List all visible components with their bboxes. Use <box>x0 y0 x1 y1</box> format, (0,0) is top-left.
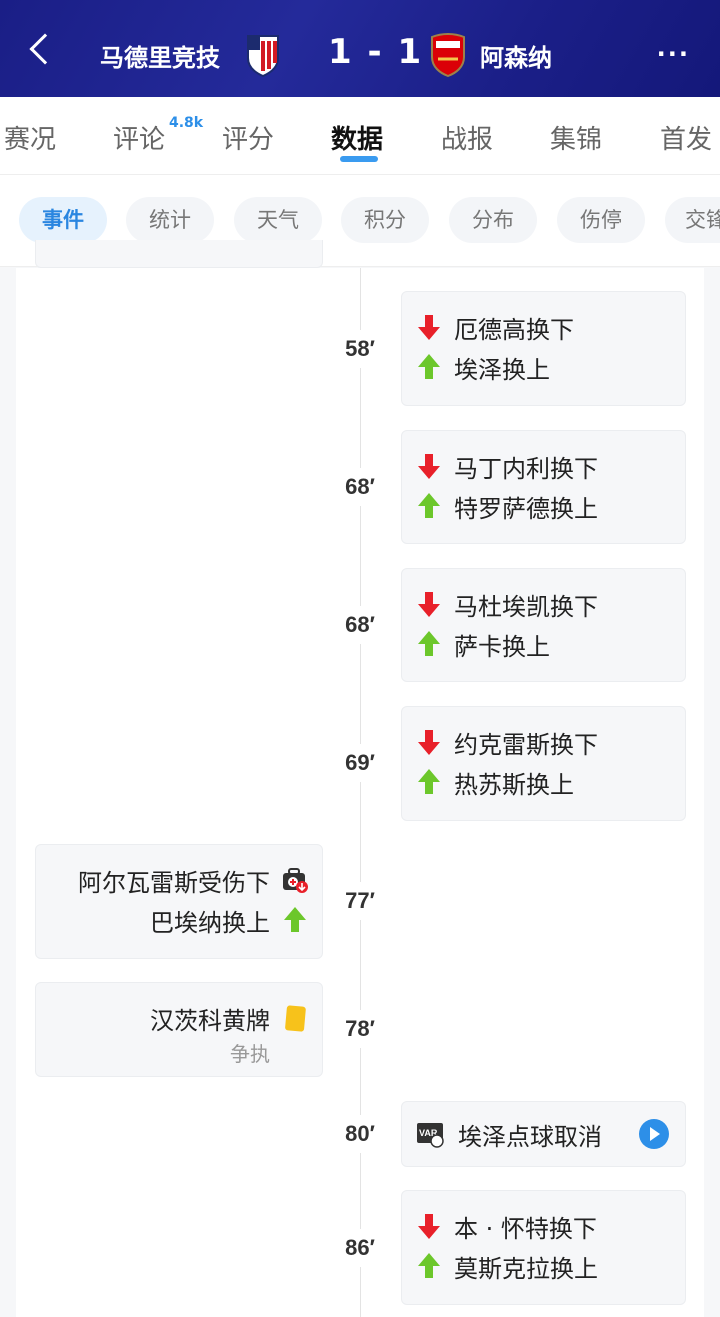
sub-off-arrow-icon <box>416 313 442 341</box>
player-off: 马丁内利换下 <box>454 454 598 483</box>
tab-overview[interactable]: 赛况 <box>4 125 57 155</box>
match-header: 马德里竞技 1 - 1 阿森纳 ··· <box>0 0 720 97</box>
player-on: 热苏斯换上 <box>454 770 574 799</box>
event-minute: 69′ <box>330 744 390 782</box>
tab-ratings[interactable]: 评分 <box>222 125 275 155</box>
chip-stats[interactable]: 统计 <box>126 197 214 243</box>
timeline-line <box>360 268 361 1317</box>
comment-count-badge: 4.8k <box>169 115 204 131</box>
event-minute: 77′ <box>330 882 390 920</box>
arsenal-crest-icon <box>431 33 465 77</box>
score: 1 - 1 <box>328 32 424 72</box>
var-icon: VAR <box>417 1123 444 1148</box>
more-icon[interactable]: ··· <box>656 40 690 68</box>
chip-head-to-head[interactable]: 交锋 <box>665 197 720 243</box>
event-minute: 78′ <box>330 1010 390 1048</box>
player-on: 萨卡换上 <box>454 632 550 661</box>
yellow-card-icon <box>285 1005 306 1032</box>
event-reason: 争执 <box>230 1042 270 1066</box>
tab-report[interactable]: 战报 <box>441 125 494 155</box>
event-minute: 68′ <box>330 468 390 506</box>
svg-text:VAR: VAR <box>419 1128 438 1138</box>
sub-off-arrow-icon <box>416 452 442 480</box>
event-minute: 86′ <box>330 1229 390 1267</box>
tab-highlights[interactable]: 集锦 <box>550 125 603 155</box>
chip-distribution[interactable]: 分布 <box>449 197 537 243</box>
event-card-yellow-card[interactable]: 汉茨科黄牌 争执 <box>35 982 323 1077</box>
player-off: 厄德高换下 <box>454 315 574 344</box>
event-minute: 58′ <box>330 330 390 368</box>
player-off: 马杜埃凯换下 <box>454 592 598 621</box>
sub-off-arrow-icon <box>416 1212 442 1240</box>
event-card-substitution[interactable]: 本 · 怀特换下 莫斯克拉换上 <box>401 1190 686 1305</box>
event-minute: 68′ <box>330 606 390 644</box>
sub-off-arrow-icon <box>416 590 442 618</box>
player-off: 约克雷斯换下 <box>454 730 598 759</box>
sub-on-arrow-icon <box>416 492 442 520</box>
active-tab-indicator <box>340 156 378 162</box>
chip-standings[interactable]: 积分 <box>341 197 429 243</box>
chip-weather[interactable]: 天气 <box>234 197 322 243</box>
home-team-name[interactable]: 马德里竞技 <box>100 44 220 72</box>
event-card-substitution[interactable]: 约克雷斯换下 热苏斯换上 <box>401 706 686 821</box>
sub-on-arrow-icon <box>416 1252 442 1280</box>
injury-kit-icon <box>283 868 308 893</box>
player-off: 阿尔瓦雷斯受伤下 <box>78 868 270 897</box>
event-card-injury-substitution[interactable]: 阿尔瓦雷斯受伤下 巴埃纳换上 <box>35 844 323 959</box>
back-icon[interactable] <box>29 33 61 65</box>
chip-injuries[interactable]: 伤停 <box>557 197 645 243</box>
sub-on-arrow-icon <box>416 353 442 381</box>
event-card-substitution[interactable]: 厄德高换下 埃泽换上 <box>401 291 686 406</box>
tab-lineup[interactable]: 首发 <box>660 125 713 155</box>
sub-off-arrow-icon <box>416 728 442 756</box>
player-on: 巴埃纳换上 <box>150 908 270 937</box>
event-text: 汉茨科黄牌 <box>150 1006 270 1035</box>
tab-label: 评论 <box>113 125 166 155</box>
sub-on-arrow-icon <box>416 768 442 796</box>
atletico-crest-icon <box>247 35 279 77</box>
event-minute: 80′ <box>330 1115 390 1153</box>
event-card-substitution[interactable]: 马杜埃凯换下 萨卡换上 <box>401 568 686 682</box>
player-on: 莫斯克拉换上 <box>454 1254 598 1283</box>
event-card-partial <box>35 240 323 268</box>
away-team-name[interactable]: 阿森纳 <box>480 44 552 72</box>
play-video-icon[interactable] <box>639 1119 669 1149</box>
event-text: 埃泽点球取消 <box>458 1122 602 1151</box>
event-card-substitution[interactable]: 马丁内利换下 特罗萨德换上 <box>401 430 686 544</box>
chip-events[interactable]: 事件 <box>19 197 107 243</box>
player-on: 特罗萨德换上 <box>454 494 598 523</box>
sub-on-arrow-icon <box>416 630 442 658</box>
tab-data[interactable]: 数据 <box>331 125 384 155</box>
player-off: 本 · 怀特换下 <box>454 1214 597 1243</box>
player-on: 埃泽换上 <box>454 355 550 384</box>
event-card-var[interactable]: VAR 埃泽点球取消 <box>401 1101 686 1167</box>
sub-on-arrow-icon <box>282 906 308 934</box>
